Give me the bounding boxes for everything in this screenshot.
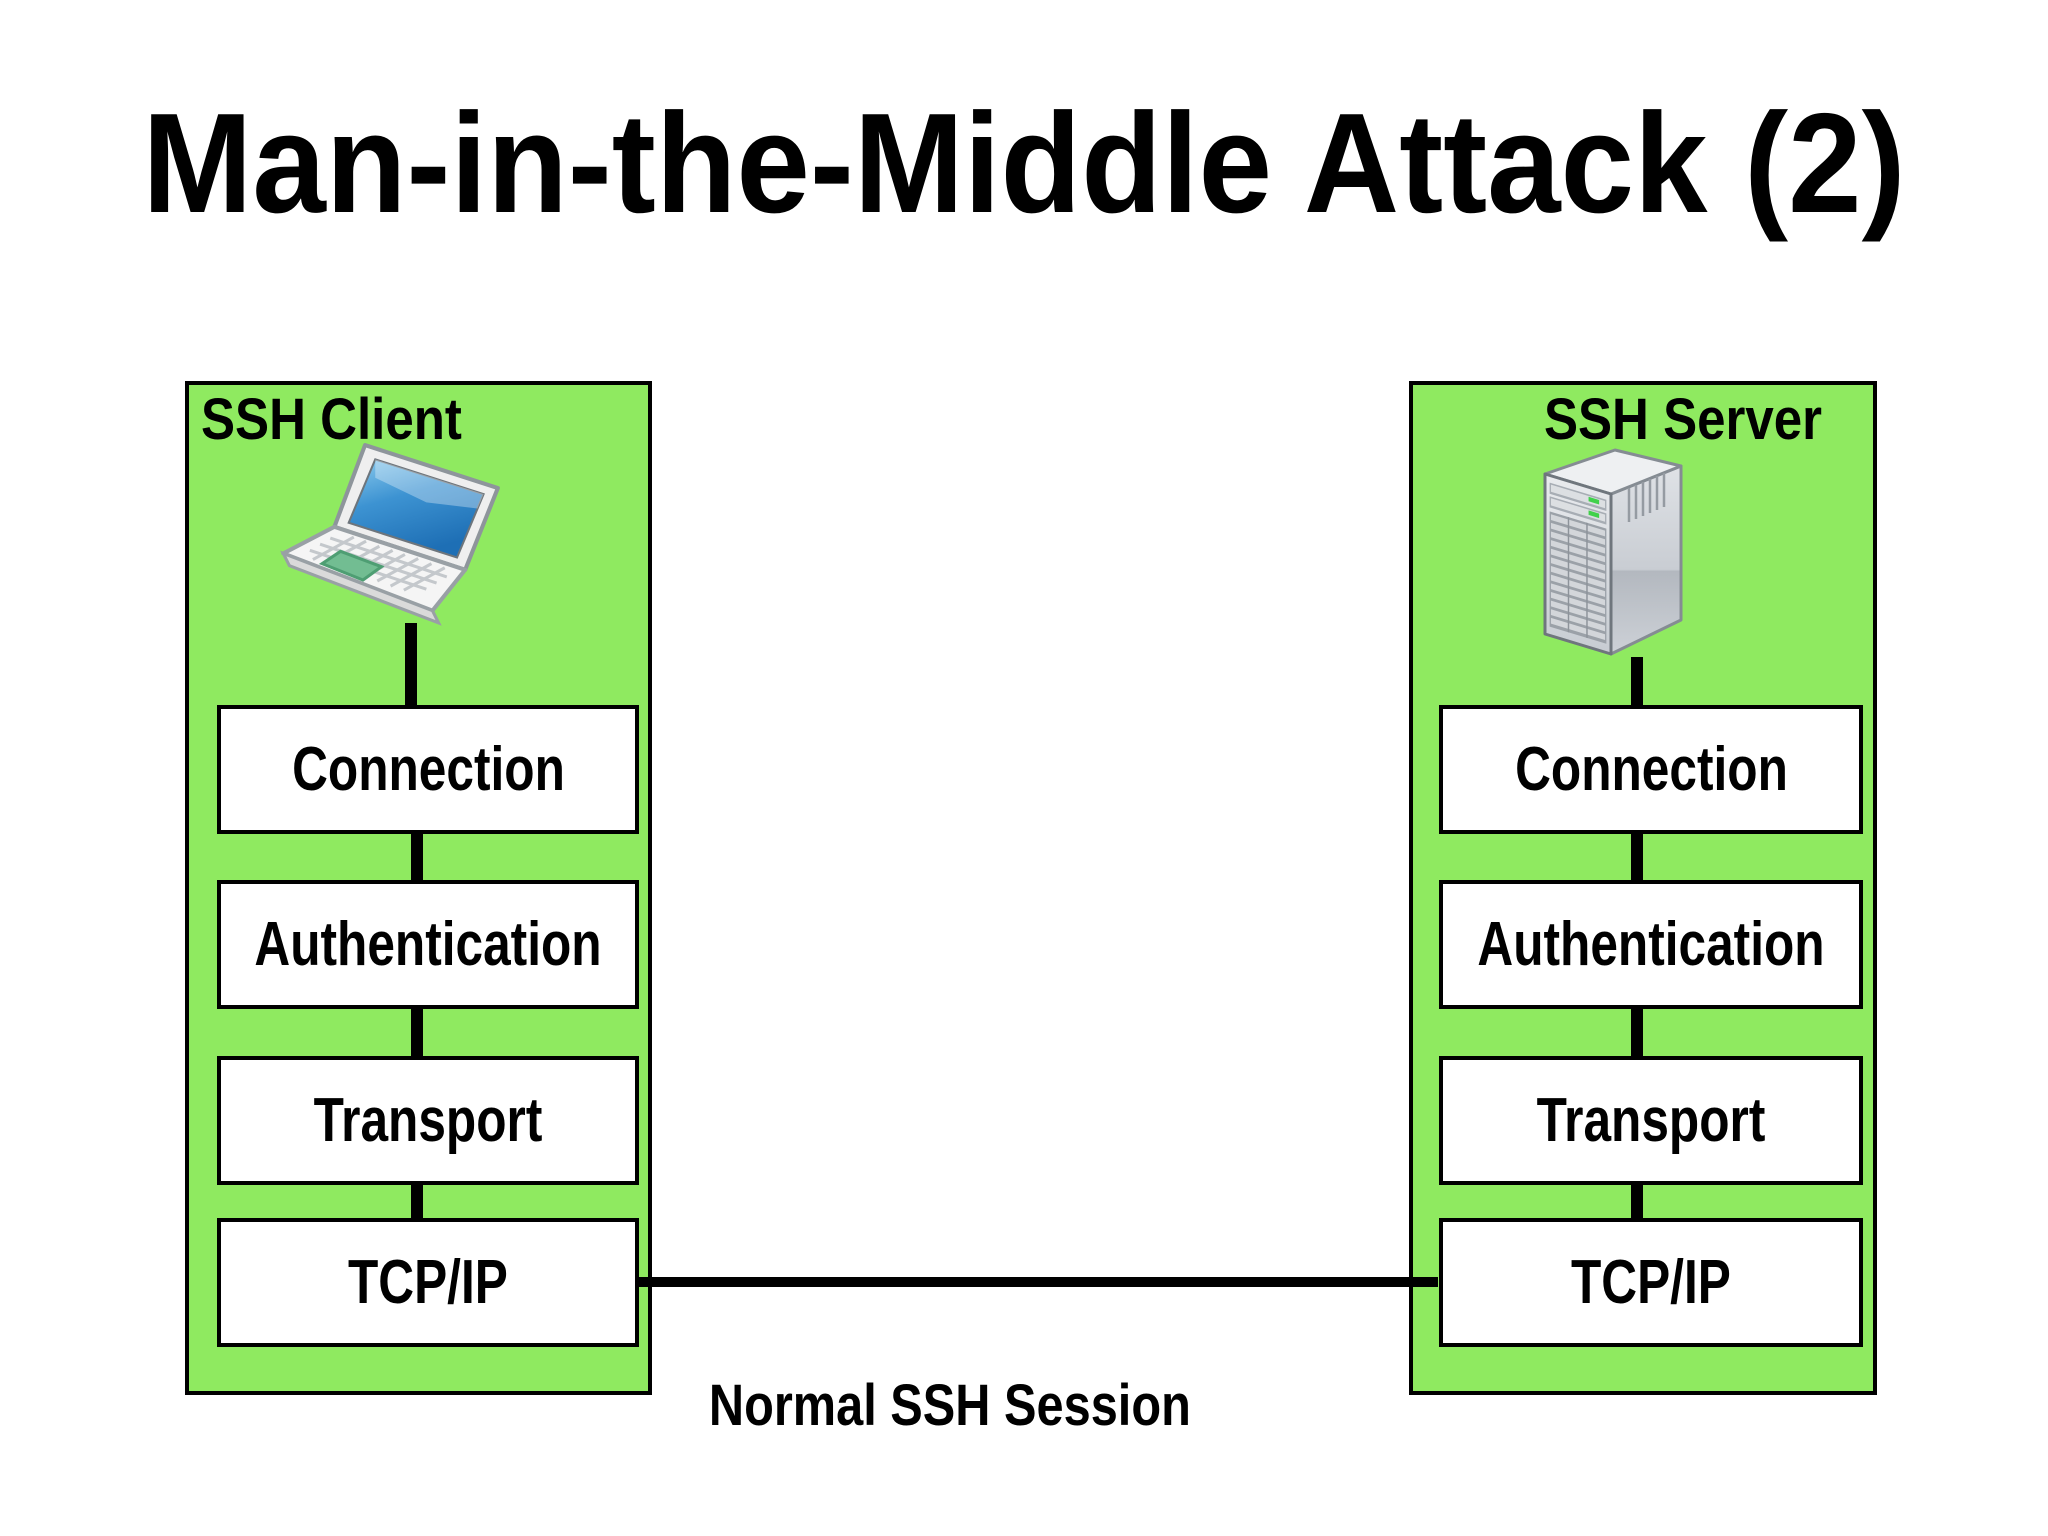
layer-label: Transport [313, 1086, 543, 1155]
connector-line [1631, 1185, 1643, 1218]
server-layer-connection: Connection [1439, 705, 1863, 834]
layer-label: Connection [1514, 735, 1788, 804]
connector-line [411, 1009, 423, 1056]
session-label: Normal SSH Session [660, 1372, 1240, 1439]
page-title: Man-in-the-Middle Attack (2) [0, 84, 2048, 243]
ssh-client-panel-title: SSH Client [189, 387, 648, 454]
layer-label: TCP/IP [1571, 1248, 1731, 1317]
connector-line [411, 1185, 423, 1218]
ssh-server-panel: SSH Server [1409, 381, 1877, 1395]
session-label-text: Normal SSH Session [709, 1373, 1191, 1438]
ssh-client-title-text: SSH Client [201, 387, 462, 452]
layer-label: TCP/IP [348, 1248, 508, 1317]
ssh-server-title-text: SSH Server [1543, 387, 1823, 452]
client-layer-transport: Transport [217, 1056, 639, 1185]
connector-line [411, 834, 423, 880]
ssh-client-panel: SSH Client [185, 381, 652, 1395]
layer-label: Connection [291, 735, 565, 804]
layer-label: Authentication [1477, 910, 1825, 979]
server-layer-tcpip: TCP/IP [1439, 1218, 1863, 1347]
client-layer-tcpip: TCP/IP [217, 1218, 639, 1347]
connector-line [1631, 834, 1643, 880]
server-layer-authentication: Authentication [1439, 880, 1863, 1009]
connector-line [1631, 1009, 1643, 1056]
ssh-server-panel-title: SSH Server [1413, 387, 1873, 454]
server-icon [1543, 448, 1683, 656]
server-device-connector-line [1631, 657, 1643, 705]
layer-label: Authentication [254, 910, 602, 979]
server-layer-transport: Transport [1439, 1056, 1863, 1185]
laptop-icon [280, 443, 500, 626]
page-title-text: Man-in-the-Middle Attack (2) [142, 84, 1906, 243]
layer-label: Transport [1536, 1086, 1766, 1155]
ssh-session-line [637, 1277, 1438, 1287]
client-layer-authentication: Authentication [217, 880, 639, 1009]
client-device-connector-line [405, 623, 417, 705]
client-layer-connection: Connection [217, 705, 639, 834]
